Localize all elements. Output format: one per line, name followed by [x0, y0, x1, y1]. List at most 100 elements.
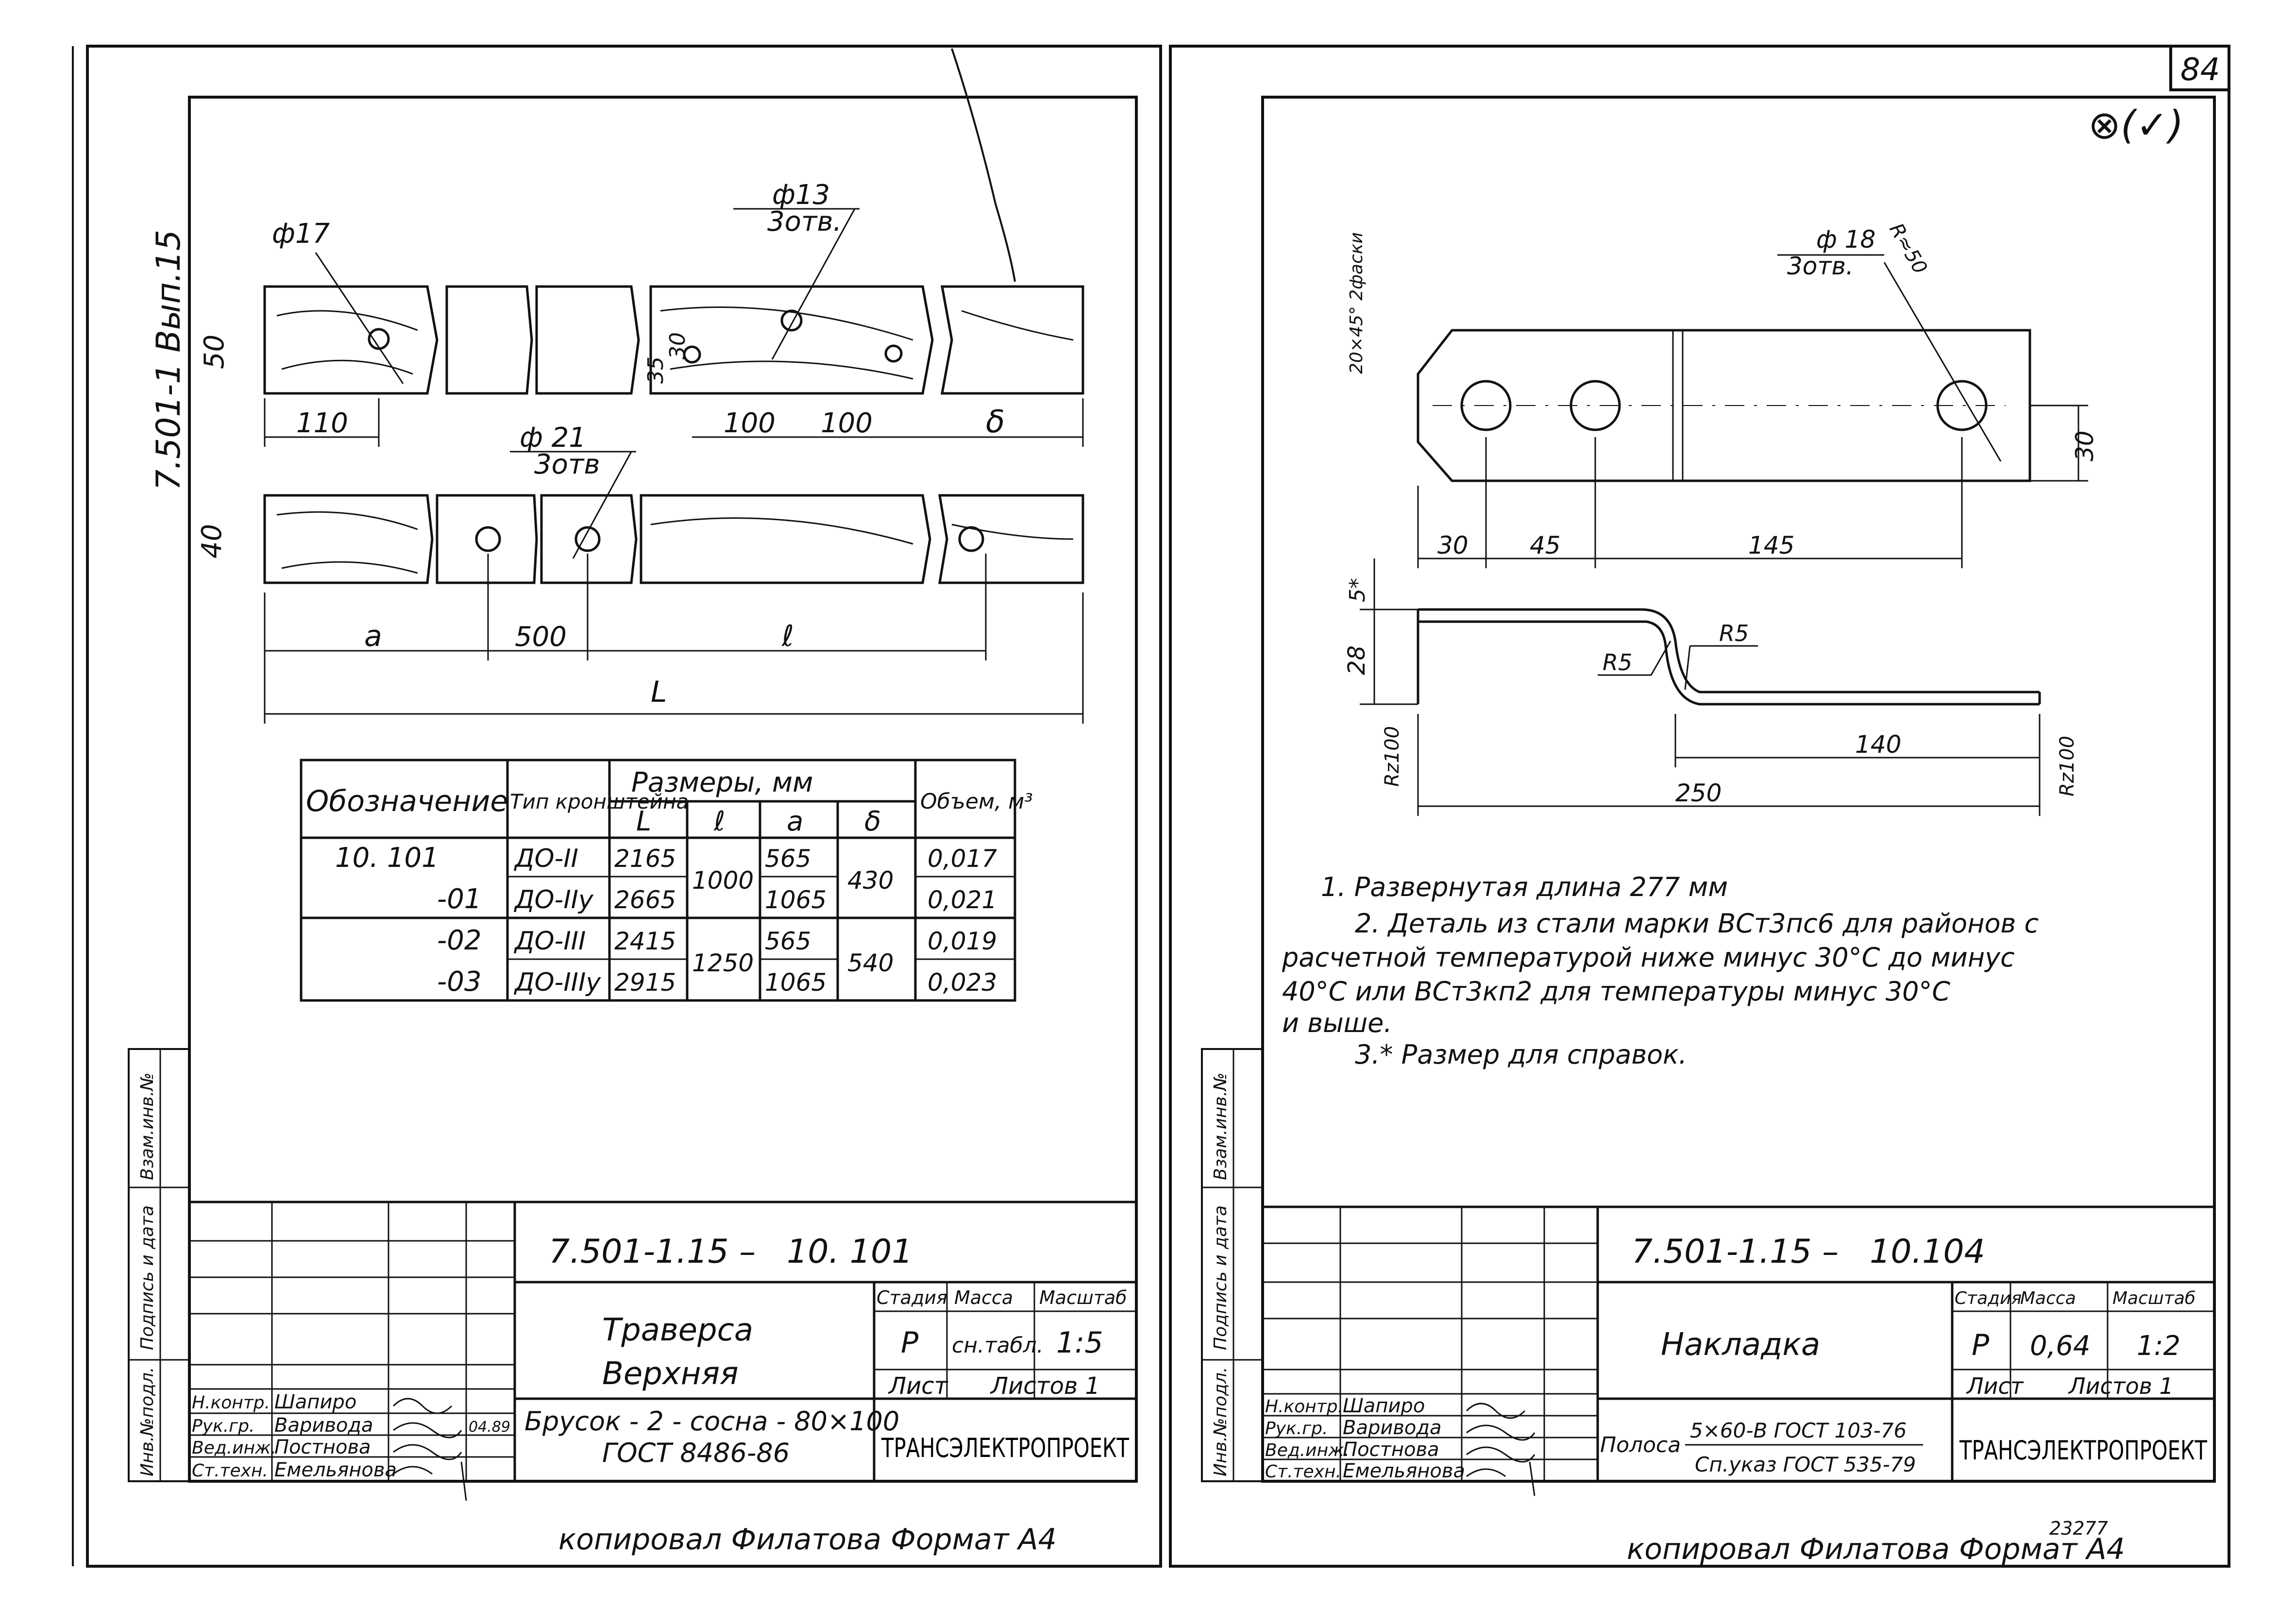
dim-30-right: 30 — [1437, 531, 1469, 559]
right-doc-code: 7.501-1.15 – — [1632, 1233, 1839, 1271]
plate-profile — [1360, 559, 2041, 816]
svg-text:2415: 2415 — [614, 927, 676, 955]
svg-text:Рук.гр.: Рук.гр. — [192, 1416, 254, 1436]
dim-30: 30 — [665, 332, 690, 359]
svg-text:430: 430 — [847, 866, 894, 895]
dim-phi17: ф17 — [272, 218, 330, 250]
scan-crease — [951, 48, 1016, 282]
right-stage: Р — [1972, 1328, 1990, 1362]
svg-text:04.89: 04.89 — [469, 1419, 510, 1436]
note-2d: и выше. — [1282, 1008, 1392, 1038]
right-col-stage: Стадия — [1955, 1288, 2022, 1308]
svg-text:Н.контр.: Н.контр. — [1265, 1397, 1343, 1417]
th-type: Тип кронштейна — [510, 790, 689, 813]
right-mass: 0,64 — [2030, 1330, 2091, 1362]
plate-plan — [1417, 262, 2088, 568]
dim-a: a — [364, 619, 382, 653]
dim-r5b: R5 — [1719, 620, 1749, 646]
svg-text:Ст.техн.: Ст.техн. — [192, 1461, 268, 1481]
right-material-bottom: Сп.указ ГОСТ 535-79 — [1695, 1453, 1916, 1476]
table-row: -02 ДО-III 2415 1250 565 540 0,019 — [437, 925, 997, 977]
svg-text:Вед.инж.: Вед.инж. — [192, 1438, 276, 1458]
dim-45: 45 — [1530, 531, 1561, 559]
right-side-label-sign: Подпись и дата — [1211, 1205, 1231, 1350]
right-title-block — [1201, 1048, 2214, 1482]
stamp-number: 23277 — [2049, 1518, 2108, 1539]
beam-bottom — [263, 451, 1084, 584]
svg-text:Варивода: Варивода — [1343, 1417, 1442, 1439]
left-col-stage: Стадия — [877, 1287, 947, 1308]
dim-145: 145 — [1748, 531, 1794, 559]
right-material-top: 5×60-В ГОСТ 103-76 — [1690, 1419, 1907, 1442]
svg-text:2915: 2915 — [614, 968, 676, 997]
dim-r5a: R5 — [1603, 649, 1632, 676]
th-volume: Объем, м³ — [920, 789, 1033, 814]
right-scale: 1:2 — [2137, 1330, 2180, 1362]
right-doc-number: 10.104 — [1870, 1233, 1985, 1271]
svg-text:0,021: 0,021 — [928, 886, 997, 914]
svg-text:-01: -01 — [437, 883, 481, 915]
dim-140: 140 — [1855, 730, 1901, 759]
left-col-scale: Масштаб — [1039, 1287, 1127, 1308]
dim-3holes-b: 3отв — [534, 449, 600, 480]
left-footer: копировал Филатова Формат А4 — [558, 1523, 1057, 1557]
svg-text:-03: -03 — [437, 966, 481, 998]
right-col-mass: Масса — [2020, 1288, 2076, 1308]
dim-rz100-right: Rz100 — [2056, 736, 2078, 796]
note-1: 1. Развернутая длина 277 мм — [1321, 872, 1728, 902]
dim-delta: δ — [986, 404, 1005, 440]
svg-text:Н.контр.: Н.контр. — [192, 1393, 270, 1413]
th-a: a — [787, 806, 803, 837]
left-mass: сн.табл. — [952, 1333, 1044, 1358]
svg-text:1065: 1065 — [765, 968, 827, 997]
left-company: ТРАНСЭЛЕКТРОПРОЕКТ — [881, 1433, 1130, 1463]
left-material-1: Брусок - 2 - сосна - 80×100 — [524, 1406, 899, 1437]
svg-text:0,019: 0,019 — [928, 927, 997, 955]
svg-text:2165: 2165 — [614, 845, 676, 873]
right-side-label-inv: Инв.№подл. — [1211, 1367, 1231, 1476]
svg-text:2665: 2665 — [614, 886, 676, 914]
left-part-title-2: Верхняя — [602, 1356, 739, 1392]
dim-5star: 5* — [1345, 578, 1370, 602]
dim-rz100-left: Rz100 — [1381, 726, 1403, 787]
left-part-title-1: Траверса — [602, 1312, 753, 1348]
svg-text:1000: 1000 — [692, 866, 754, 895]
corner-mark: ⊗(✓) — [2088, 102, 2183, 148]
page-number: 84 — [2180, 52, 2220, 88]
svg-text:Варивода: Варивода — [274, 1414, 373, 1437]
left-title-block — [128, 1048, 1136, 1482]
dim-30-vert: 30 — [2071, 430, 2099, 461]
dim-3holes-right: 3отв. — [1787, 252, 1854, 280]
svg-text:1065: 1065 — [765, 886, 827, 914]
svg-text:ДО-II: ДО-II — [514, 844, 578, 873]
left-sheets: Листов 1 — [990, 1372, 1100, 1400]
sheet-frames — [72, 45, 2230, 1568]
dim-28: 28 — [1343, 645, 1370, 675]
left-doc-number: 10. 101 — [787, 1233, 913, 1271]
table-row: -03 ДО-IIIу 2915 1065 0,023 — [437, 966, 997, 998]
svg-text:-02: -02 — [437, 925, 481, 956]
svg-text:Шапиро: Шапиро — [1343, 1395, 1425, 1417]
right-sheets: Листов 1 — [2068, 1373, 2174, 1399]
dim-110: 110 — [296, 407, 348, 439]
th-L: L — [636, 806, 651, 837]
dim-r50: R≈50 — [1885, 220, 1931, 278]
right-signatures: Н.контр. Рук.гр. Вед.инж. Ст.техн. Шапир… — [1265, 1395, 1536, 1496]
svg-text:565: 565 — [765, 927, 811, 955]
right-side-label-replace: Взам.инв.№ — [1211, 1072, 1231, 1180]
svg-text:ДО-IIу: ДО-IIу — [514, 885, 594, 914]
th-sizes: Размеры, мм — [631, 767, 813, 798]
dim-250: 250 — [1675, 779, 1722, 807]
th-designation: Обозначение — [306, 784, 508, 818]
svg-text:540: 540 — [847, 949, 894, 977]
svg-text:0,017: 0,017 — [928, 845, 997, 873]
svg-text:Емельянова: Емельянова — [274, 1459, 397, 1481]
svg-text:Рук.гр.: Рук.гр. — [1265, 1419, 1328, 1439]
right-part-title: Накладка — [1661, 1327, 1820, 1363]
left-side-code: 7.501-1 Вып.15 — [150, 230, 188, 491]
left-side-label-sign: Подпись и дата — [137, 1205, 157, 1350]
dim-40: 40 — [196, 524, 228, 559]
left-col-mass: Масса — [954, 1287, 1013, 1308]
svg-text:ДО-III: ДО-III — [514, 927, 586, 956]
right-material-prefix: Полоса — [1600, 1433, 1681, 1457]
